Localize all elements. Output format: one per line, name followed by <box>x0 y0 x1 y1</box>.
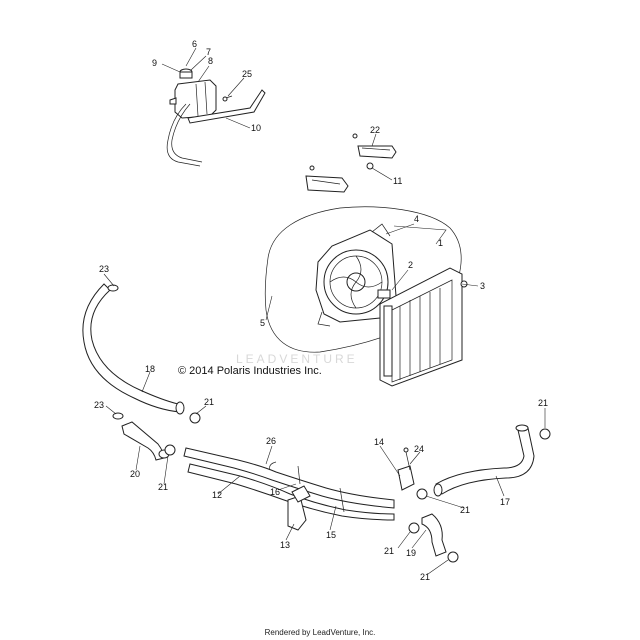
bracket-14 <box>397 447 415 491</box>
callout-24: 24 <box>414 444 424 454</box>
callout-21-c: 21 <box>538 398 548 408</box>
callout-18: 18 <box>145 364 155 374</box>
callout-14: 14 <box>374 437 384 447</box>
callout-13: 13 <box>280 540 290 550</box>
callout-16: 16 <box>270 487 280 497</box>
radiator <box>379 267 468 387</box>
callout-1: 1 <box>438 238 443 248</box>
callout-3: 3 <box>480 281 485 291</box>
callout-17: 17 <box>500 497 510 507</box>
leader-lines <box>103 47 546 575</box>
hose-clamps <box>164 412 551 563</box>
callout-21-a: 21 <box>204 397 214 407</box>
callout-9: 9 <box>152 58 157 68</box>
callout-7: 7 <box>206 47 211 57</box>
callout-20: 20 <box>130 469 140 479</box>
callout-21-f: 21 <box>420 572 430 582</box>
coolant-hose-19 <box>421 513 447 557</box>
callout-12: 12 <box>212 490 222 500</box>
callout-labels: 1 2 3 4 5 6 7 8 9 10 11 12 13 14 15 16 1… <box>94 39 548 582</box>
tube-brackets <box>287 485 311 531</box>
watermark: LEADVENTURE <box>236 352 358 366</box>
copyright-text: © 2014 Polaris Industries Inc. <box>178 365 322 377</box>
callout-26: 26 <box>266 436 276 446</box>
callout-11: 11 <box>393 176 402 186</box>
callout-19: 19 <box>406 548 416 558</box>
callout-5: 5 <box>260 318 265 328</box>
callout-8: 8 <box>208 56 213 66</box>
callout-6: 6 <box>192 39 197 49</box>
callout-2: 2 <box>408 260 413 270</box>
callout-23-b: 23 <box>94 400 104 410</box>
callout-21-d: 21 <box>460 505 470 515</box>
footer-credit: Rendered by LeadVenture, Inc. <box>264 628 376 637</box>
callout-25: 25 <box>242 69 252 79</box>
callout-10: 10 <box>251 123 261 133</box>
callout-21-e: 21 <box>384 546 394 556</box>
coolant-tubes <box>183 447 395 521</box>
callout-22: 22 <box>370 125 380 135</box>
callout-4: 4 <box>414 214 419 224</box>
cooling-fan-assembly <box>315 223 397 327</box>
radiator-upper-brackets <box>305 133 397 193</box>
coolant-hose-17 <box>433 424 535 497</box>
callout-21-b: 21 <box>158 482 168 492</box>
coolant-reservoir-assembly <box>166 68 266 167</box>
callout-15: 15 <box>326 530 336 540</box>
callout-23-a: 23 <box>99 264 109 274</box>
coolant-hose-20 <box>112 412 170 461</box>
coolant-hose-18 <box>82 283 185 415</box>
